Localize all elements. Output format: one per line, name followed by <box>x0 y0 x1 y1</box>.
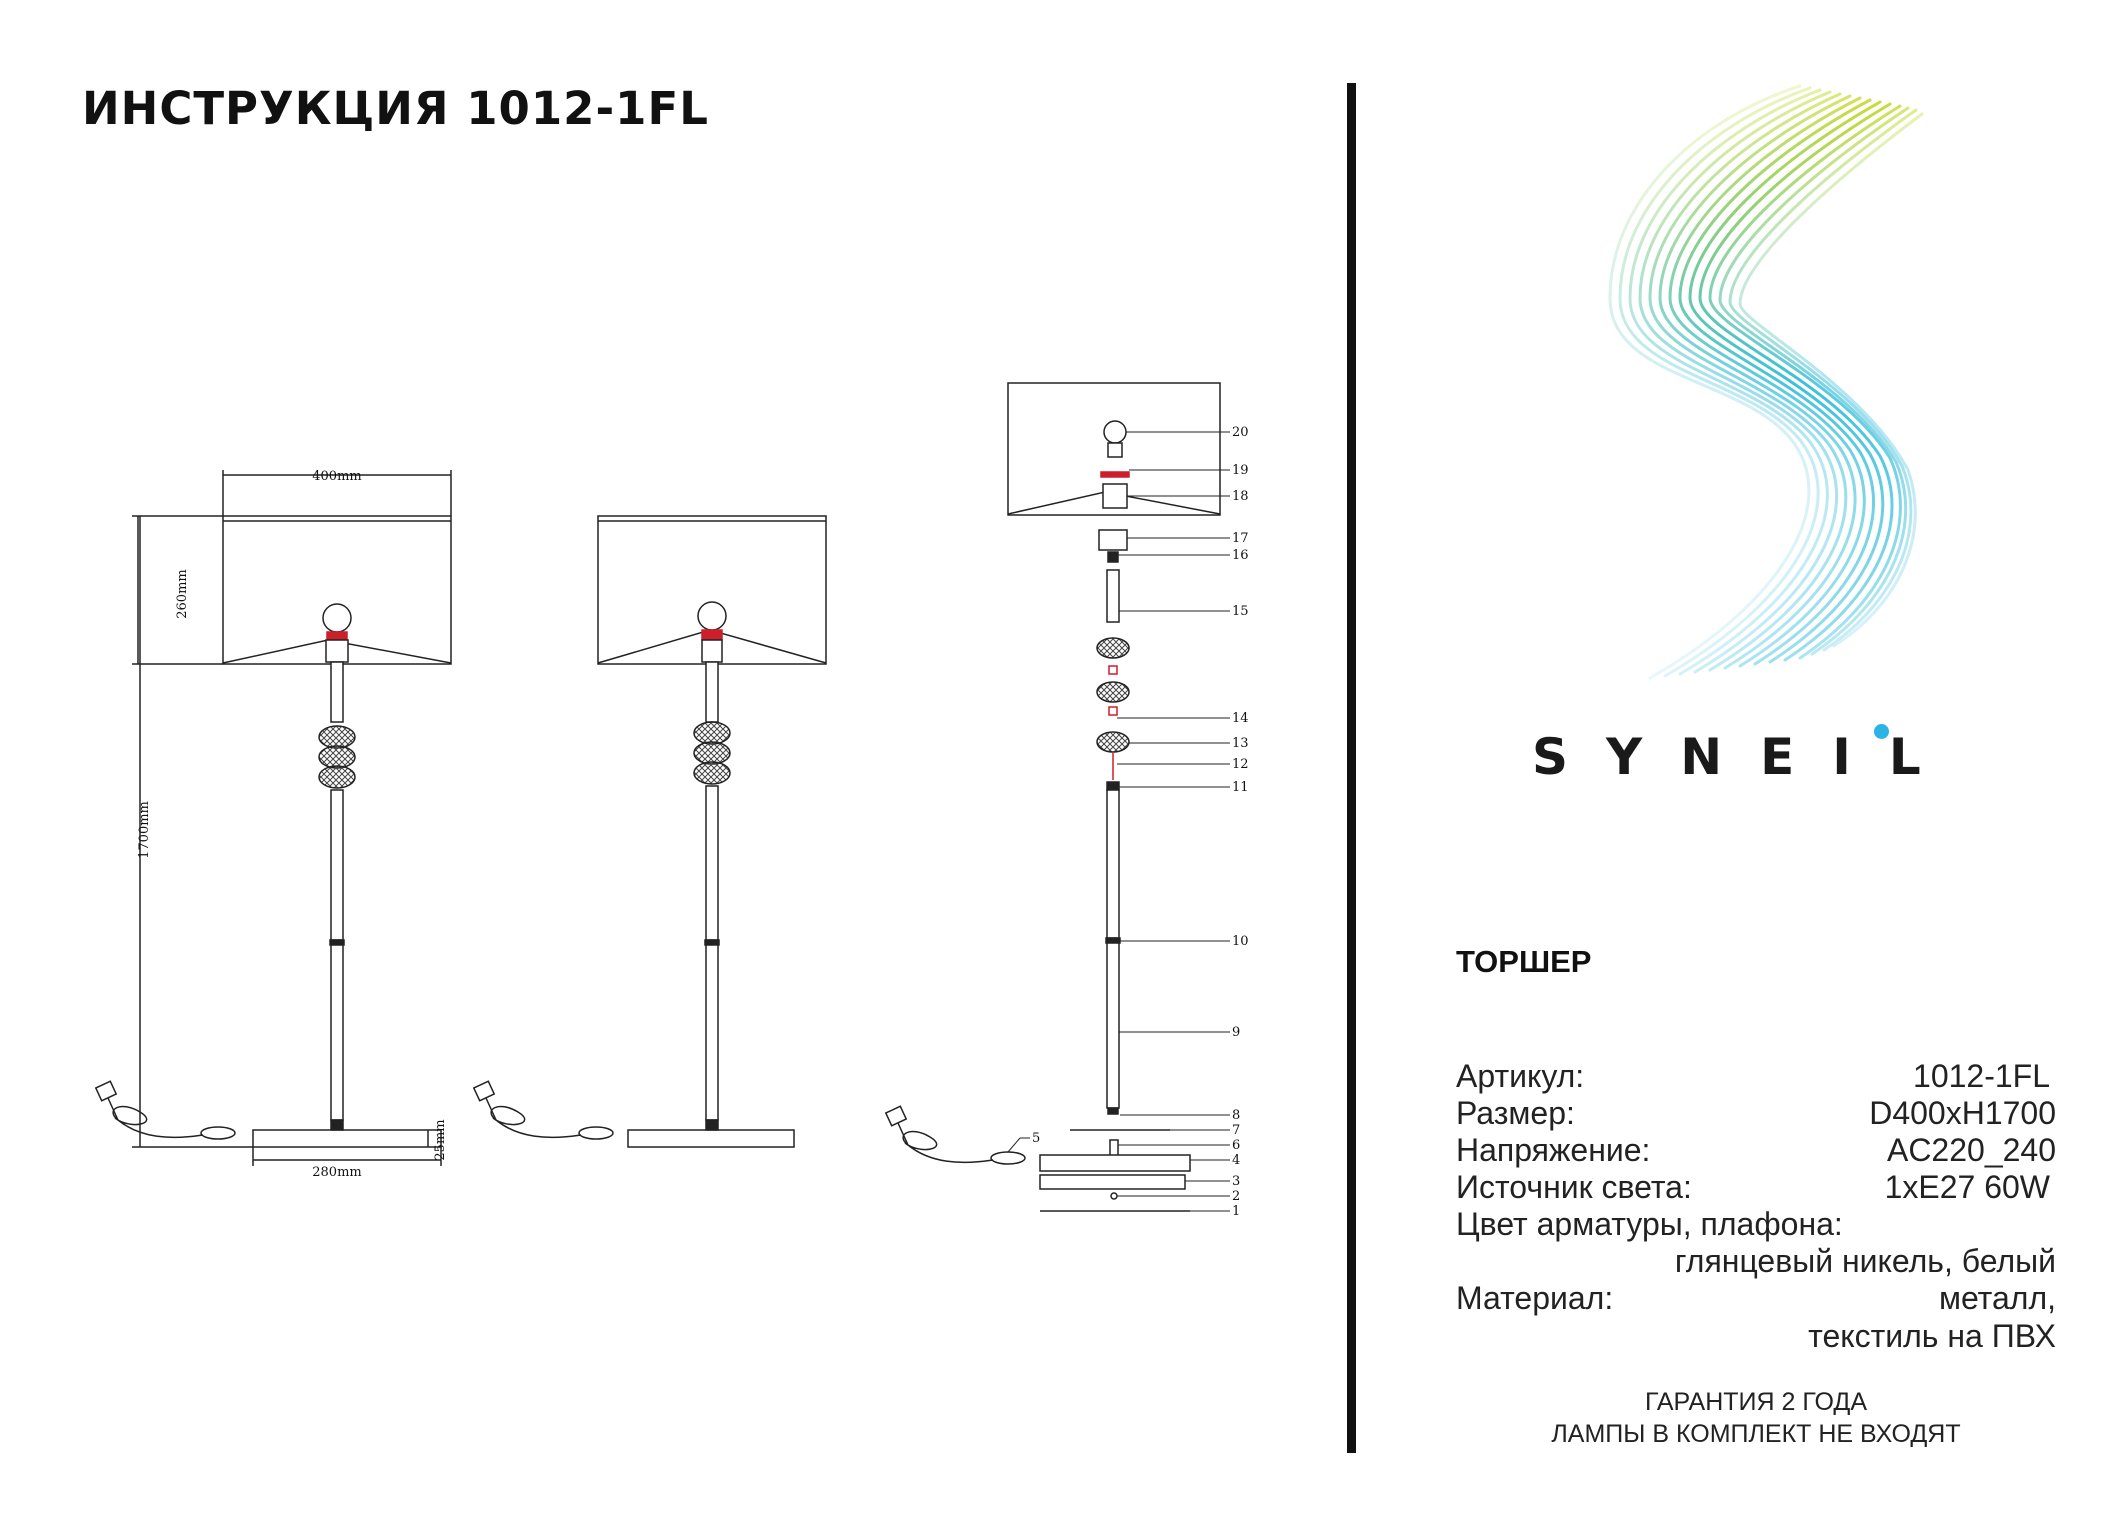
spec-color-label: Цвет арматуры, плафона: <box>1456 1206 1843 1242</box>
spec-value: 1012-1FL <box>1913 1058 2050 1094</box>
spec-row-light-source: Источник света: 1xE27 60W <box>1456 1169 2056 1207</box>
part-number: 11 <box>1232 780 1249 795</box>
part-number: 8 <box>1232 1108 1240 1123</box>
dim-base-width: 280mm <box>312 1165 361 1180</box>
part-number: 7 <box>1232 1123 1240 1138</box>
part-number: 5 <box>1032 1131 1040 1146</box>
spec-label: Материал: <box>1456 1280 1614 1316</box>
foot-switch <box>200 1126 236 1140</box>
part-number-labels: 1 2 3 4 5 6 7 8 9 10 11 12 13 14 15 16 1… <box>1032 425 1249 1219</box>
plug-icon <box>884 1105 908 1127</box>
spec-material-value-2: текстиль на ПВХ <box>1808 1318 2056 1354</box>
decorative-ball <box>1096 731 1130 753</box>
decorative-ball <box>1096 681 1130 703</box>
bulb-icon <box>322 603 352 633</box>
part-number: 1 <box>1232 1204 1240 1219</box>
decorative-ball <box>318 765 356 789</box>
part-number: 9 <box>1232 1025 1240 1040</box>
lamp-stem-lower <box>330 789 344 941</box>
bulbs-not-included-text: ЛАМПЫ В КОМПЛЕКТ НЕ ВХОДЯТ <box>1551 1420 1961 1448</box>
part-number: 10 <box>1232 934 1249 949</box>
part-number: 16 <box>1232 548 1249 563</box>
decorative-ball <box>693 741 731 765</box>
bulb-icon <box>1103 420 1127 444</box>
part-number: 13 <box>1232 736 1249 751</box>
part-number: 2 <box>1232 1189 1240 1204</box>
power-cable <box>112 1105 204 1139</box>
part-number: 3 <box>1232 1174 1240 1189</box>
brand-logo-icon <box>1608 84 1924 680</box>
technical-drawing: 400mm 260mm 1700mm 280mm 25mm <box>94 382 1249 1219</box>
dim-width: 400mm <box>312 469 361 484</box>
foot-switch <box>578 1126 614 1140</box>
part-number: 17 <box>1232 531 1249 546</box>
spec-label: Размер: <box>1456 1095 1575 1131</box>
spec-row-material: Материал: металл, <box>1456 1280 2056 1318</box>
warranty-text: ГАРАНТИЯ 2 ГОДА <box>1645 1388 1867 1416</box>
decorative-ball <box>318 725 356 749</box>
spec-row-voltage: Напряжение: AC220_240 <box>1456 1132 2056 1170</box>
spec-value: AC220_240 <box>1886 1132 2056 1168</box>
spec-row-size: Размер: D400xH1700 <box>1456 1095 2056 1133</box>
lamp-shade <box>1007 382 1221 516</box>
lamp-base <box>252 1129 442 1148</box>
foot-switch <box>990 1151 1026 1165</box>
part-number: 20 <box>1232 425 1249 440</box>
decorative-ball <box>1096 637 1130 659</box>
spec-label: Напряжение: <box>1456 1132 1651 1168</box>
part-number: 14 <box>1232 711 1249 726</box>
part-number: 19 <box>1232 463 1249 478</box>
plug-icon <box>472 1080 496 1102</box>
product-type: ТОРШЕР <box>1456 944 1592 979</box>
decorative-ball <box>693 761 731 785</box>
spec-color-value: глянцевый никель, белый <box>1674 1243 2056 1279</box>
spec-label: Артикул: <box>1456 1058 1585 1094</box>
lamp-view-exploded <box>884 382 1230 1212</box>
decorative-ball <box>693 721 731 745</box>
dim-total-height: 1700mm <box>137 801 152 859</box>
spec-value: 1xE27 60W <box>1884 1169 2050 1205</box>
bulb-icon <box>697 601 727 631</box>
vertical-divider <box>1347 83 1356 1453</box>
brand-name: SYNEIL <box>1532 728 1959 786</box>
spec-label: Источник света: <box>1456 1169 1692 1205</box>
decorative-ball <box>318 745 356 769</box>
brand-dot-icon <box>1874 724 1889 739</box>
lamp-stem-upper <box>330 661 344 723</box>
part-number: 12 <box>1232 757 1249 772</box>
page-title: ИНСТРУКЦИЯ 1012-1FL <box>82 82 709 135</box>
part-number: 18 <box>1232 489 1249 504</box>
spec-value: D400xH1700 <box>1869 1095 2056 1131</box>
lamp-view-front <box>472 515 827 1148</box>
part-number: 15 <box>1232 604 1249 619</box>
dim-shade-height: 260mm <box>175 569 190 618</box>
spec-row-article: Артикул: 1012-1FL <box>1456 1058 2056 1096</box>
part-number: 6 <box>1232 1138 1240 1153</box>
part-number: 4 <box>1232 1153 1240 1168</box>
lamp-view-front-dimensioned <box>94 470 452 1166</box>
spec-value: металл, <box>1938 1280 2056 1316</box>
dim-base-height: 25mm <box>433 1119 448 1160</box>
plug-icon <box>94 1080 118 1102</box>
